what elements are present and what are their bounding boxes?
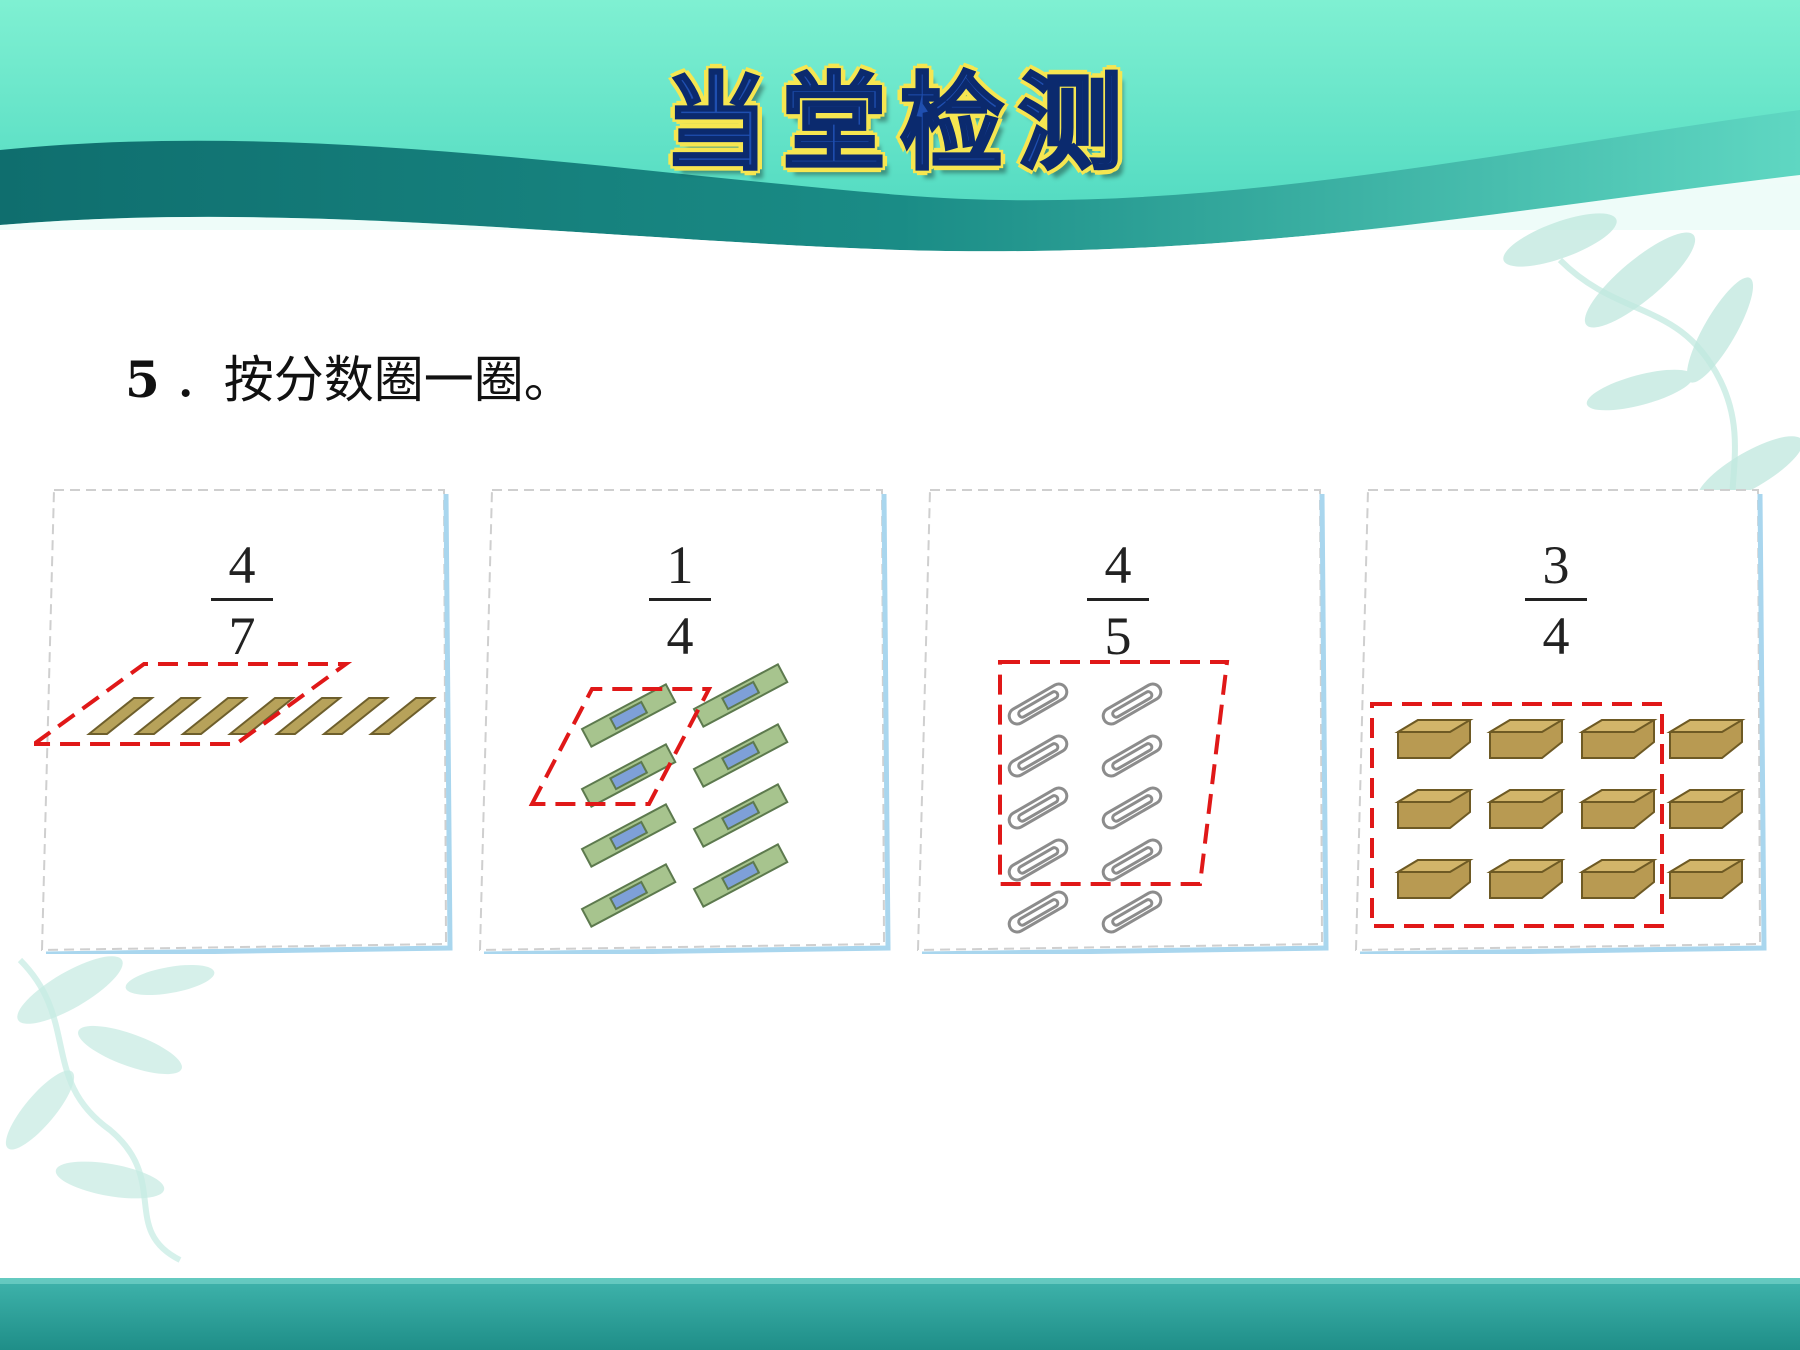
fraction: 3 4 — [1496, 538, 1616, 663]
fraction-denominator: 4 — [666, 606, 694, 666]
question-separator: ． — [173, 351, 224, 409]
fraction-bar — [211, 598, 273, 601]
item-group-sharpener-strips — [34, 662, 437, 746]
item-group-erasers — [1370, 702, 1746, 928]
fraction-denominator: 4 — [1542, 606, 1570, 666]
card-fraction-1-4: 1 4 — [472, 484, 891, 954]
fraction-numerator: 3 — [1542, 535, 1570, 595]
item-group-rulers — [528, 663, 789, 929]
fraction-numerator: 1 — [666, 535, 694, 595]
ruler-icon — [580, 663, 789, 929]
circle-selection-dashed — [528, 687, 713, 806]
fraction: 4 7 — [182, 538, 302, 663]
fraction: 4 5 — [1058, 538, 1178, 663]
fraction-numerator: 4 — [228, 535, 256, 595]
torn-paper-frame — [40, 489, 453, 954]
circle-selection-dashed — [998, 660, 1230, 886]
card-fraction-4-5: 4 5 — [910, 484, 1329, 954]
sharpener-strip-icon — [86, 697, 437, 735]
fraction-bar — [1525, 598, 1587, 601]
circle-selection-dashed — [34, 662, 353, 746]
slide-title: 当堂检测 — [662, 61, 1136, 186]
fraction-bar — [1087, 598, 1149, 601]
fraction-numerator: 4 — [1104, 535, 1132, 595]
item-group-paper-clips — [998, 660, 1230, 934]
question-text: 按分数圈一圈。 — [223, 351, 574, 409]
eraser-icon — [1394, 719, 1746, 899]
fraction-denominator: 5 — [1104, 606, 1132, 666]
fraction-bar — [649, 598, 711, 601]
paper-clip-icon — [1007, 682, 1163, 934]
circle-selection-dashed — [1370, 702, 1664, 928]
question-number: 5 — [125, 350, 160, 409]
card-fraction-3-4: 3 4 — [1348, 484, 1767, 954]
question-prompt: 5．按分数圈一圈。 — [125, 340, 574, 412]
fraction-denominator: 7 — [228, 606, 256, 666]
torn-paper-frame — [478, 489, 891, 954]
card-fraction-4-7: 4 7 — [34, 484, 453, 954]
fraction: 1 4 — [620, 538, 740, 663]
